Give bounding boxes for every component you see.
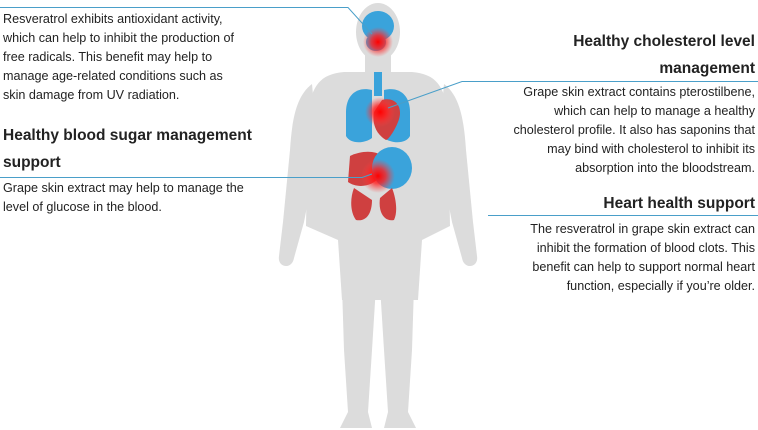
callout-cholesterol-description: Grape skin extract contains pterostilben… (480, 83, 755, 178)
description-line: The resveratrol in grape skin extract ca… (530, 222, 755, 236)
title-line: Healthy blood sugar management (3, 127, 252, 144)
human-body-silhouette (278, 3, 478, 428)
callout-blood-sugar-description: Grape skin extract may help to manage th… (3, 179, 293, 217)
right-arm-shape (438, 84, 478, 267)
left-leg-shape (340, 286, 376, 428)
stomach-highlight (361, 159, 395, 193)
description-line: level of glucose in the blood. (3, 200, 162, 214)
title-line: management (659, 60, 755, 77)
description-line: cholesterol profile. It also has saponin… (513, 123, 755, 137)
description-line: skin damage from UV radiation. (3, 88, 180, 102)
right-leg-shape (380, 286, 416, 428)
trachea (374, 72, 382, 96)
title-line: Healthy cholesterol level (573, 33, 755, 50)
head-highlight (363, 27, 393, 57)
callout-antioxidant-description: Resveratrol exhibits antioxidant activit… (3, 10, 283, 105)
description-line: manage age-related conditions such as (3, 69, 223, 83)
callout-blood-sugar-title: Healthy blood sugar management support (3, 122, 293, 176)
left-arm-shape (278, 84, 318, 267)
description-line: Grape skin extract contains pterostilben… (523, 85, 755, 99)
description-line: free radicals. This benefit may help to (3, 50, 213, 64)
description-line: absorption into the bloodstream. (575, 161, 755, 175)
title-line: Heart health support (603, 195, 755, 212)
intestines (351, 188, 397, 221)
description-line: benefit can help to support normal heart (532, 260, 755, 274)
callout-heart-health: Heart health support The resveratrol in … (480, 190, 755, 296)
description-line: Resveratrol exhibits antioxidant activit… (3, 12, 223, 26)
callout-antioxidant: Resveratrol exhibits antioxidant activit… (3, 10, 283, 105)
description-line: inhibit the formation of blood clots. Th… (536, 241, 755, 255)
highlight-spots (361, 27, 395, 193)
callout-blood-sugar: Healthy blood sugar management support G… (3, 122, 293, 217)
left-lung (346, 89, 372, 143)
callout-cholesterol-title: Healthy cholesterol level management (480, 28, 755, 82)
description-line: Grape skin extract may help to manage th… (3, 181, 244, 195)
title-line: support (3, 154, 61, 171)
description-line: which can help to inhibit the production… (3, 31, 235, 45)
description-line: may bind with cholesterol to inhibit its (547, 142, 755, 156)
callout-cholesterol: Healthy cholesterol level management Gra… (480, 28, 755, 178)
blood-sugar-leader-line (0, 173, 373, 178)
callout-heart-health-description: The resveratrol in grape skin extract ca… (480, 220, 755, 296)
leader-lines (0, 7, 758, 216)
antioxidant-leader-line (0, 7, 373, 35)
description-line: which can help to manage a healthy (554, 104, 755, 118)
callout-heart-health-title: Heart health support (480, 190, 755, 217)
heart-highlight (365, 97, 395, 127)
cholesterol-leader-line (387, 81, 758, 109)
description-line: function, especially if you’re older. (566, 279, 755, 293)
